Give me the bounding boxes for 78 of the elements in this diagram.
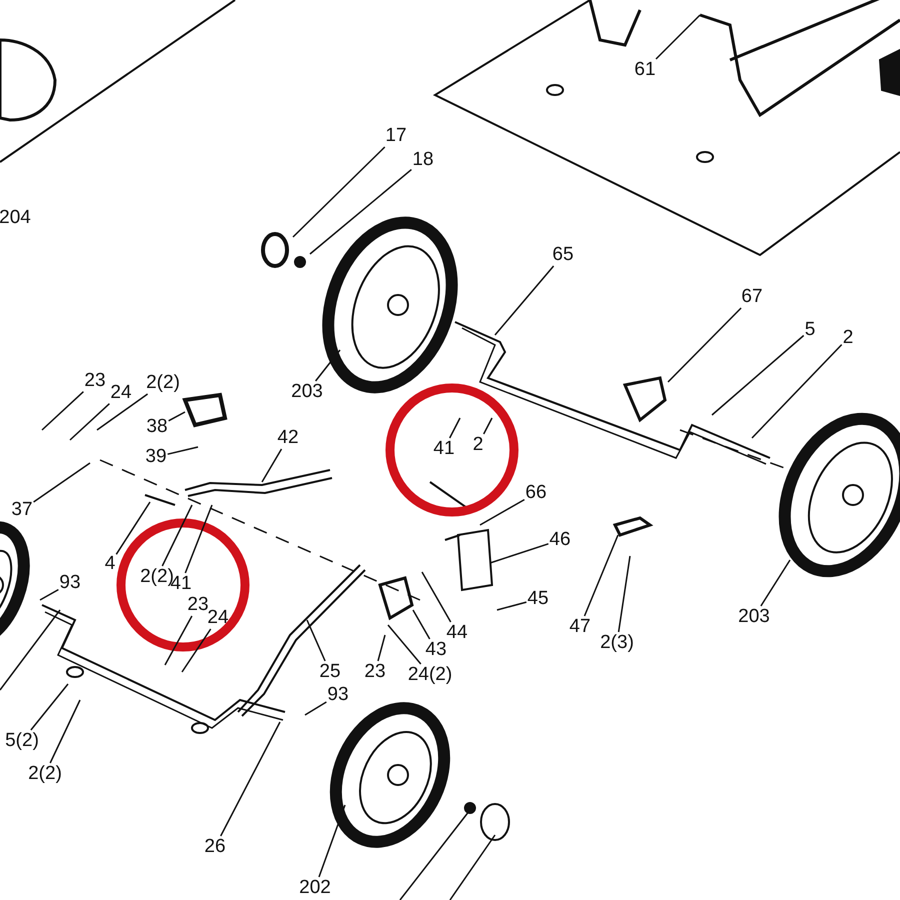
callout-number: 66 [525, 483, 547, 503]
callout-number: 203 [291, 382, 323, 402]
callout-number: 24 [207, 608, 229, 628]
callout-number: 93 [327, 685, 349, 705]
callout-number: 2(2) [28, 764, 62, 784]
leader-line [50, 700, 81, 764]
leader-line [584, 534, 619, 616]
leader-line [712, 334, 804, 416]
leader-line [318, 804, 346, 878]
callout-number: 5 [804, 320, 816, 340]
callout-number: 23 [364, 662, 386, 682]
callout-number: 25 [319, 662, 341, 682]
leader-line [116, 502, 151, 555]
callout-number: 47 [569, 617, 591, 637]
leader-line [496, 601, 527, 611]
callout-number: 204 [0, 208, 31, 228]
callout-number: 2(2) [146, 373, 180, 393]
callout-number: 2(3) [600, 633, 634, 653]
leader-line [387, 624, 422, 664]
leader-line [33, 462, 90, 503]
leader-line [167, 446, 198, 455]
leader-line [315, 350, 341, 382]
callout-number: 24(2) [408, 665, 452, 685]
callout-number: 23 [187, 595, 209, 615]
leader-line [162, 504, 193, 566]
callout-number: 44 [446, 623, 468, 643]
leader-line [220, 722, 281, 836]
leader-line [96, 393, 148, 431]
callout-number: 5(2) [5, 731, 39, 751]
leader-line [483, 418, 493, 434]
callout-number: 17 [385, 126, 407, 146]
callout-number: 46 [549, 530, 571, 550]
callout-number: 202 [299, 878, 331, 898]
leader-line [310, 169, 412, 255]
leader-line [494, 266, 554, 336]
leader-line [164, 616, 193, 666]
callout-number: 23 [84, 371, 106, 391]
leader-line [70, 403, 110, 441]
leader-line [480, 498, 525, 526]
callout-number: 41 [433, 439, 455, 459]
leader-line [421, 572, 452, 622]
leader-line [184, 504, 213, 574]
callout-number: 39 [145, 447, 167, 467]
leader-line [449, 418, 461, 438]
leader-line [377, 634, 386, 662]
leader-line [42, 391, 84, 431]
leader-line [667, 307, 742, 383]
callout-number: 65 [552, 245, 574, 265]
callout-number: 2 [842, 328, 854, 348]
leader-line [655, 14, 701, 60]
leader-line [181, 628, 212, 672]
leader-line [306, 620, 326, 662]
callout-number: 61 [634, 60, 656, 80]
leader-line [490, 543, 549, 564]
callout-number: 38 [146, 417, 168, 437]
leader-line [304, 701, 327, 716]
leader-line [751, 344, 842, 439]
callout-number: 24 [110, 383, 132, 403]
callout-number: 18 [412, 150, 434, 170]
leader-line [30, 684, 69, 730]
callout-number: 4 [104, 554, 116, 574]
callout-number: 37 [11, 500, 33, 520]
callout-number: 93 [59, 573, 81, 593]
leader-line [40, 588, 59, 601]
callout-number: 2(2) [140, 567, 174, 587]
leader-line [412, 610, 430, 640]
leader-line [760, 560, 791, 606]
callout-number: 45 [527, 589, 549, 609]
callout-number: 43 [425, 640, 447, 660]
leader-line [168, 411, 186, 422]
leader-line [261, 448, 282, 482]
callout-number: 42 [277, 428, 299, 448]
leader-line [618, 556, 631, 632]
callout-number: 2 [472, 435, 484, 455]
leader-line [292, 146, 386, 238]
callout-number: 67 [741, 287, 763, 307]
callout-number: 203 [738, 607, 770, 627]
callout-number: 26 [204, 837, 226, 857]
